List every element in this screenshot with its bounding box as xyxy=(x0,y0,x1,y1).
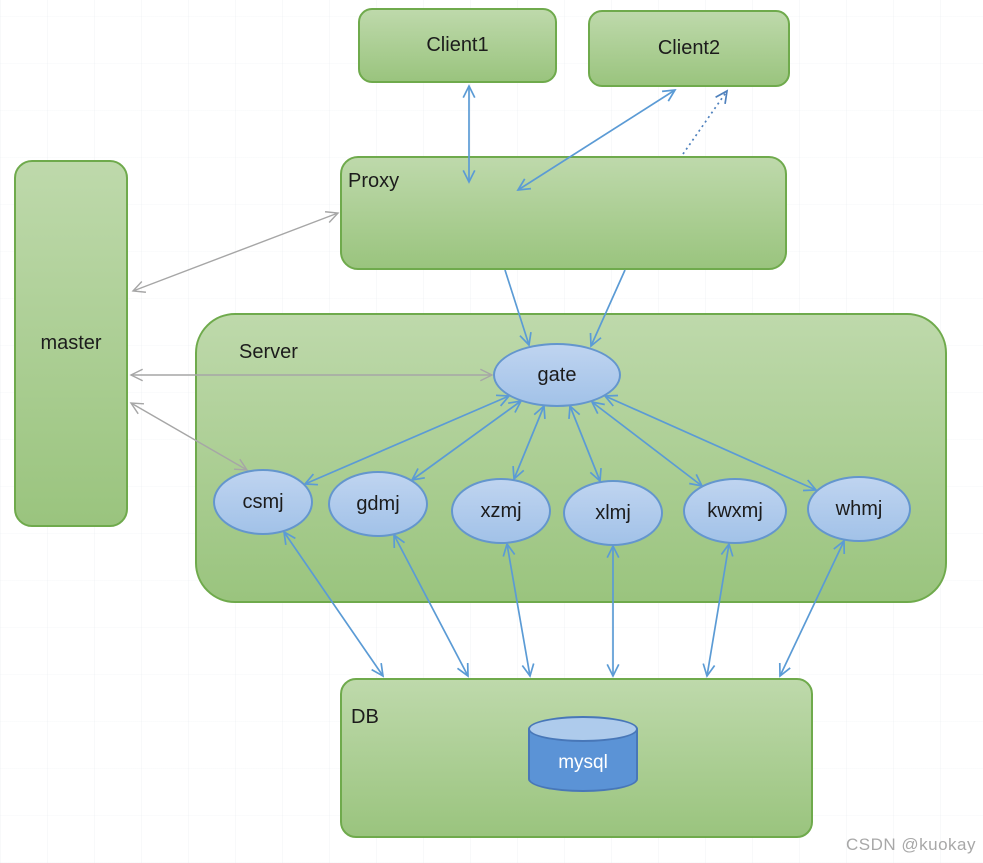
node-whmj[interactable]: whmj xyxy=(807,476,911,542)
node-gate[interactable]: gate xyxy=(493,343,621,407)
node-client1[interactable]: Client1 xyxy=(358,8,557,83)
arrowhead xyxy=(589,332,602,348)
node-gdmj[interactable]: gdmj xyxy=(328,471,428,537)
node-client2-label: Client2 xyxy=(657,37,721,59)
watermark-text: CSDN @kuokay xyxy=(845,835,976,854)
edge-proxy-client2-dotted xyxy=(682,90,728,155)
node-xlmj[interactable]: xlmj xyxy=(563,480,663,546)
arrowhead xyxy=(462,84,476,99)
node-master-label: master xyxy=(40,332,102,354)
edge-gate-kwxmj xyxy=(591,401,703,487)
arrowhead xyxy=(131,280,147,293)
arrowhead xyxy=(462,169,476,184)
node-mysql-label: mysql xyxy=(558,752,608,773)
node-csmj[interactable]: csmj xyxy=(213,469,313,535)
edge-master-csmj xyxy=(130,402,248,471)
node-xlmj-label: xlmj xyxy=(595,501,631,524)
arrowhead xyxy=(480,368,494,382)
arrowhead xyxy=(833,539,846,555)
edge-gate-csmj xyxy=(304,395,510,485)
node-client1-label: Client1 xyxy=(426,34,489,56)
edge-proxy-gate-2 xyxy=(590,269,626,347)
node-master[interactable]: master xyxy=(14,160,128,527)
edge-gate-gdmj xyxy=(411,400,522,481)
node-kwxmj[interactable]: kwxmj xyxy=(683,478,787,544)
edge-whmj-db xyxy=(779,540,845,677)
arrowhead xyxy=(702,663,716,678)
arrowhead xyxy=(129,402,145,415)
arrowhead xyxy=(456,662,469,678)
arrowhead xyxy=(590,400,605,415)
arrowhead xyxy=(371,663,385,678)
node-xzmj-label: xzmj xyxy=(480,499,522,522)
arrowhead xyxy=(324,211,340,224)
node-whmj-label: whmj xyxy=(835,497,883,520)
arrowhead xyxy=(715,89,729,104)
edge-master-proxy xyxy=(132,212,339,292)
edge-gate-whmj xyxy=(604,395,817,491)
edge-gate-xlmj xyxy=(569,405,601,482)
node-client2[interactable]: Client2 xyxy=(588,10,790,87)
node-csmj-label: csmj xyxy=(242,490,284,513)
arrowhead xyxy=(502,542,516,557)
node-gdmj-label: gdmj xyxy=(356,492,400,515)
edge-gdmj-db xyxy=(393,534,469,677)
arrowhead xyxy=(606,663,620,678)
arrowhead xyxy=(521,663,535,678)
arrowhead xyxy=(282,530,296,545)
edge-xzmj-db xyxy=(506,543,531,677)
cylinder-top xyxy=(528,716,638,742)
node-db-label: DB xyxy=(351,706,379,728)
arrowhead xyxy=(129,368,143,382)
node-gate-label: gate xyxy=(537,363,577,386)
arrowhead xyxy=(661,88,677,102)
node-proxy[interactable]: Proxy xyxy=(340,156,787,270)
node-mysql[interactable]: mysql xyxy=(528,716,638,792)
node-server-label: Server xyxy=(239,341,298,363)
arrowhead xyxy=(516,178,532,192)
arrowhead xyxy=(720,542,734,557)
node-xzmj[interactable]: xzmj xyxy=(451,478,551,544)
arrowhead xyxy=(778,662,791,678)
edge-gate-xzmj xyxy=(513,405,545,480)
edge-proxy-gate-1 xyxy=(504,269,530,346)
node-kwxmj-label: kwxmj xyxy=(707,499,763,522)
node-proxy-label: Proxy xyxy=(348,170,400,192)
edge-kwxmj-db xyxy=(706,543,730,677)
arrowhead xyxy=(606,544,620,559)
edge-csmj-db xyxy=(283,531,384,677)
edge-proxy-client2 xyxy=(517,89,676,191)
